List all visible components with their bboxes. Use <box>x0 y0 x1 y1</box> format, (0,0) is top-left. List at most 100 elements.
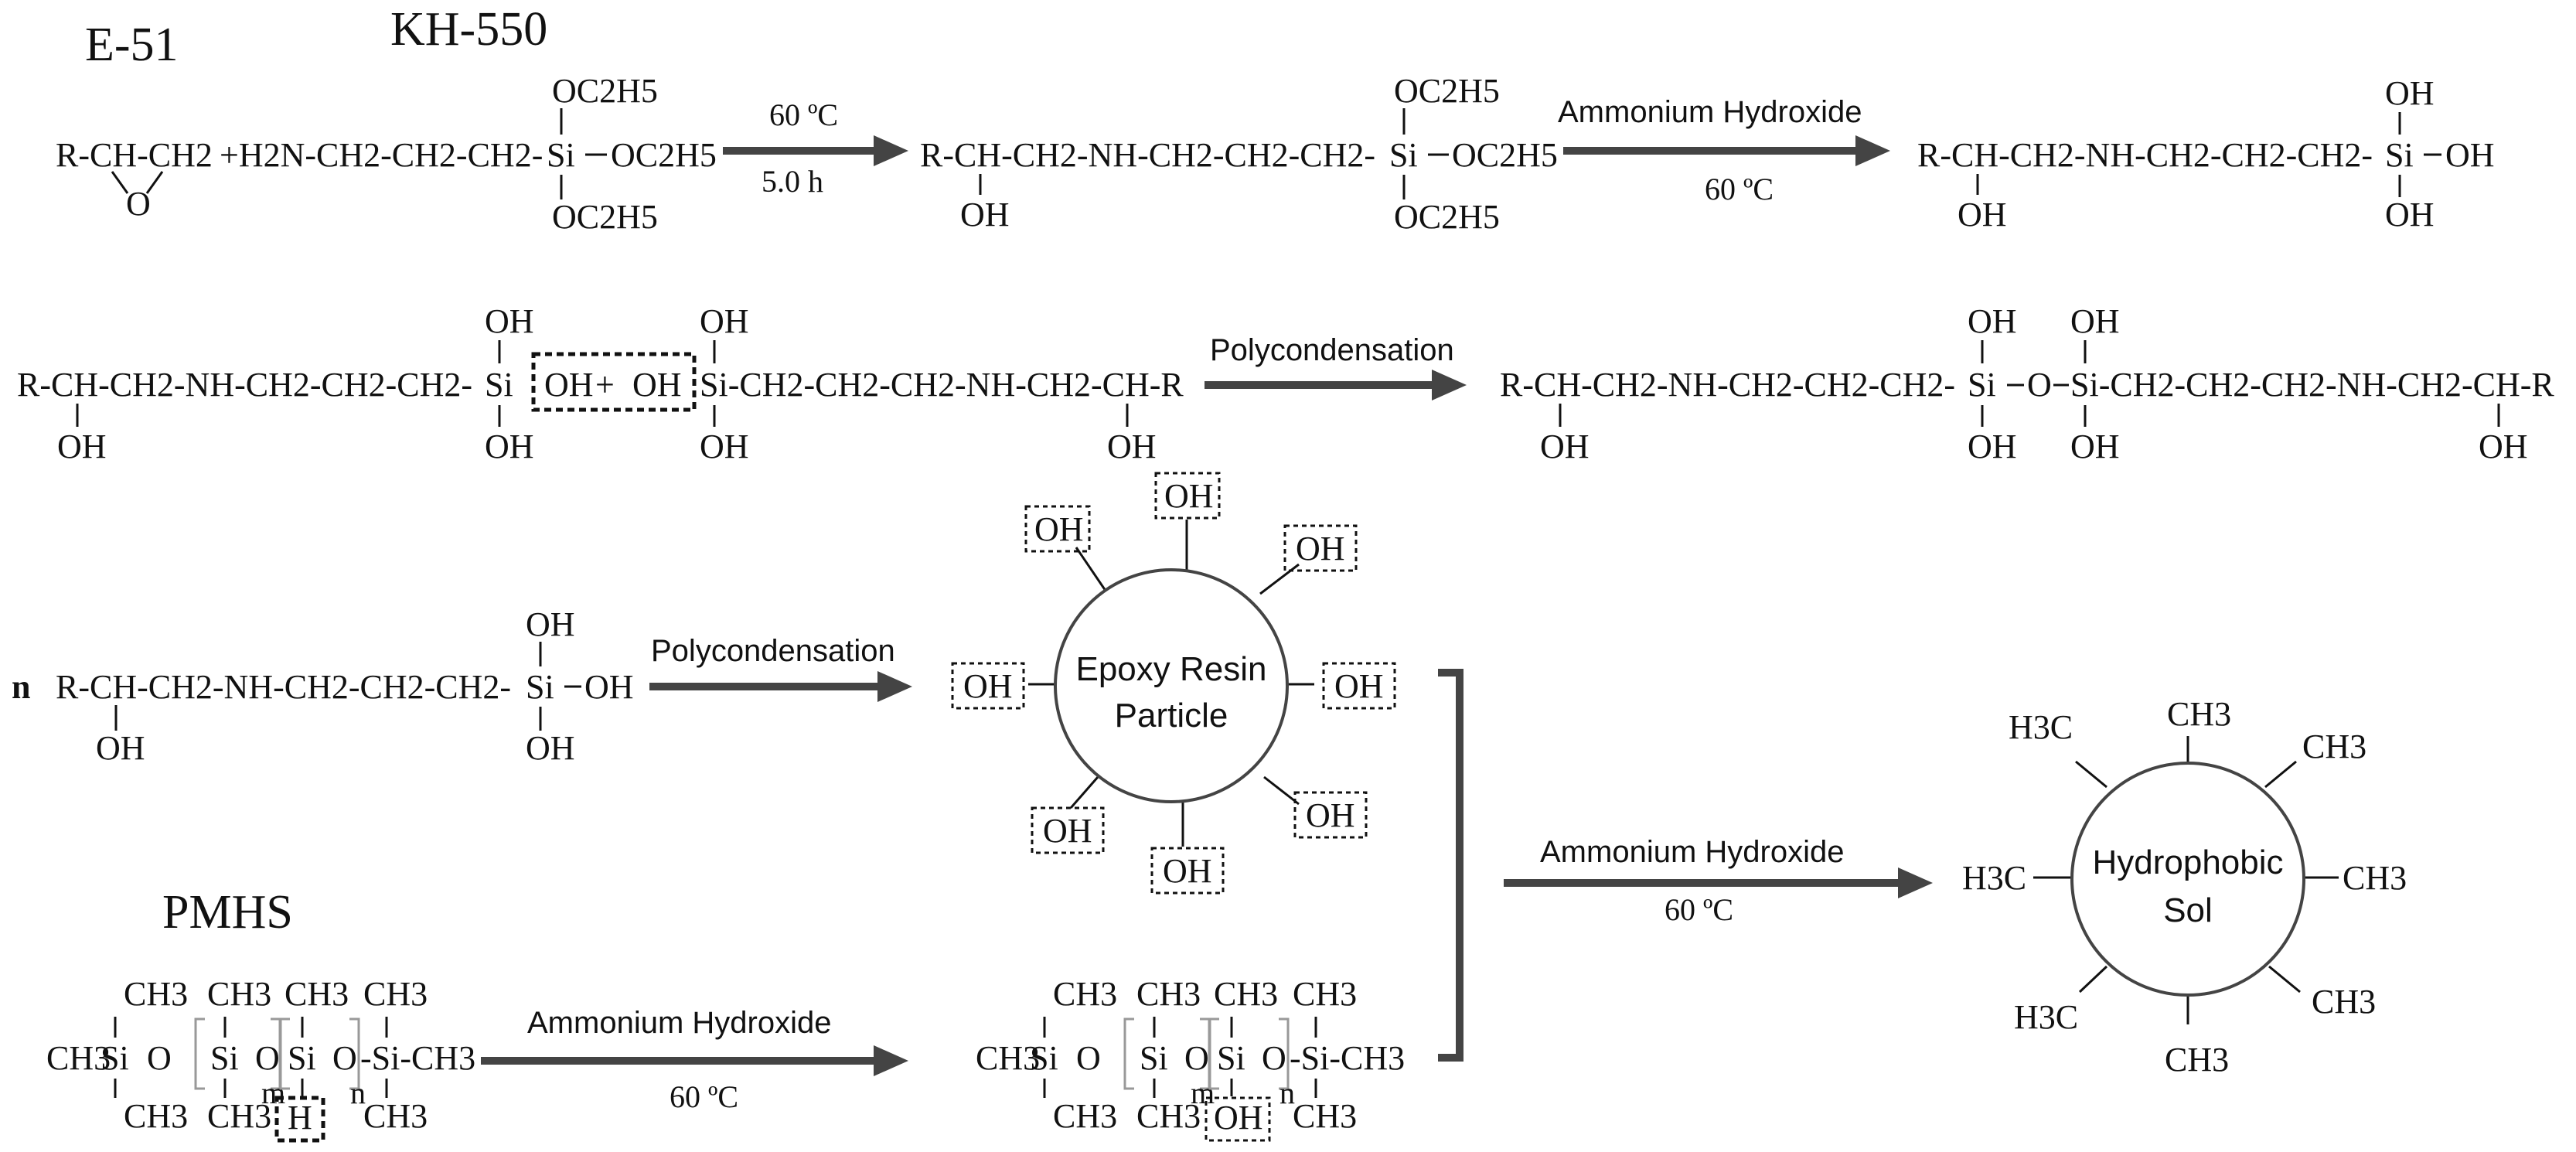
sol-ch3-lower-right: CH3 <box>2312 983 2376 1021</box>
row1-silanol: R-CH-CH2-NH-CH2-CH2-CH2- OH Si OH OH OH <box>1917 74 2495 233</box>
polygon <box>874 1045 908 1076</box>
arrow1-temp: 60 ºC <box>769 97 838 132</box>
path <box>1279 1017 1290 1090</box>
pmhs-si-3: Si <box>288 1039 316 1077</box>
bond <box>1263 775 1300 806</box>
row3-si-oh-top: OH <box>526 605 575 643</box>
combine-bracket <box>1438 669 1463 1062</box>
bond <box>2078 965 2108 994</box>
pmhs-structure: CH3 Si O CH3 CH3 Si O CH3 CH3 m Si O CH3… <box>46 975 475 1143</box>
pmhs2-o-2: O <box>1184 1039 1209 1077</box>
pmhs2-ch3-1-bottom: CH3 <box>1053 1097 1117 1135</box>
epoxide-bond-right <box>145 171 164 194</box>
pmhs-ch3-4-top: CH3 <box>363 975 428 1013</box>
bond <box>1069 776 1099 809</box>
dimer-si-left: Si <box>1968 366 1996 404</box>
polygon <box>1432 370 1467 400</box>
bond <box>2264 760 2297 789</box>
row1-adduct: R-CH-CH2-NH-CH2-CH2-CH2- OH Si OC2H5 OC2… <box>920 72 1558 236</box>
sol-ch3-upper-right: CH3 <box>2302 728 2366 765</box>
pmhs2-si-3: Si <box>1217 1039 1245 1077</box>
pmhs2-si-2: Si <box>1140 1039 1168 1077</box>
row3-chain: R-CH-CH2-NH-CH2-CH2-CH2- <box>56 668 511 706</box>
silanol-si: Si <box>2385 136 2414 174</box>
pmhs2-si-ch3-terminal: -Si-CH3 <box>1290 1039 1405 1077</box>
pmhs-ch3-2-top: CH3 <box>207 975 271 1013</box>
oh-box-upper-right <box>1283 524 1358 572</box>
polygon <box>1898 867 1933 898</box>
path <box>1123 1017 1134 1090</box>
pmhs-ch3-1-top: CH3 <box>124 975 188 1013</box>
adduct-oc2h5-right: OC2H5 <box>1452 136 1558 174</box>
pmhs2-ch3-4-bottom: CH3 <box>1293 1097 1357 1135</box>
dimer-left-oh: OH <box>1540 428 1590 465</box>
oh-box-lower-left <box>1031 806 1105 854</box>
row2-right-oh: OH <box>1107 428 1157 465</box>
epoxy-particle-label-1: Epoxy Resin <box>1075 650 1266 688</box>
pmhs-hydrolysed: CH3 Si O CH3 CH3 Si O CH3 CH3 m Si O CH3… <box>976 975 1405 1142</box>
adduct-oc2h5-bottom: OC2H5 <box>1394 198 1500 236</box>
silanol-oh-top: OH <box>2385 74 2435 112</box>
particle-oh-right: OH <box>1334 667 1384 705</box>
arrow5-reagent: Ammonium Hydroxide <box>527 1006 831 1040</box>
row2-left-si-oh-top: OH <box>485 302 534 340</box>
pmhs-si-h: H <box>288 1099 312 1137</box>
pmhs2-ch3-4-top: CH3 <box>1293 975 1357 1013</box>
sol-circle <box>2070 762 2305 997</box>
oh-box-lower-right <box>1293 791 1368 839</box>
pmhs-ch3-3-top: CH3 <box>285 975 349 1013</box>
row2-right-si-oh-bottom: OH <box>700 428 749 465</box>
oh-box-right <box>1322 662 1396 710</box>
polygon <box>1855 135 1890 166</box>
row2-reactants: R-CH-CH2-NH-CH2-CH2-CH2- OH Si OH OH OH … <box>17 302 1184 465</box>
arrow-1: 60 ºC 5.0 h <box>723 97 908 199</box>
kh550-oc2h5-bottom: OC2H5 <box>552 198 658 236</box>
pmhs-ch3-1-bottom: CH3 <box>124 1097 188 1135</box>
pmhs2-ch3-1-top: CH3 <box>1053 975 1117 1013</box>
arrow-3: Polycondensation <box>1205 333 1467 400</box>
row2-right-chain: Si-CH2-CH2-CH2-NH-CH2-CH-R <box>700 366 1184 404</box>
arrow2-temp: 60 ºC <box>1705 172 1774 206</box>
hydrophobic-sol: Hydrophobic Sol CH3 H3C CH3 H3C CH3 H3C … <box>1962 695 2407 1079</box>
epoxy-resin-particle: Epoxy Resin Particle OH OH OH OH OH OH O… <box>951 472 1396 895</box>
particle-oh-lower-right: OH <box>1306 796 1355 834</box>
epoxy-particle-label-2: Particle <box>1115 697 1228 734</box>
sol-h3c-lower-left: H3C <box>2014 998 2078 1036</box>
arrow1-time: 5.0 h <box>762 164 823 199</box>
particle-oh-left: OH <box>963 667 1013 705</box>
dimer-si-left-oh-top: OH <box>1968 302 2017 340</box>
row2-oh-left: OH <box>544 366 594 404</box>
arrow2-reagent: Ammonium Hydroxide <box>1558 95 1862 129</box>
row2-right-si-oh-top: OH <box>700 302 749 340</box>
pmhs-si-2: Si <box>210 1039 239 1077</box>
adduct-oc2h5-top: OC2H5 <box>1394 72 1500 110</box>
sol-h3c-left: H3C <box>1962 859 2026 897</box>
oh-box-top <box>1154 472 1221 520</box>
bond <box>1259 563 1300 595</box>
pmhs2-ch3-terminal-left: CH3 <box>976 1039 1040 1077</box>
row3-si-oh-bottom: OH <box>526 729 575 767</box>
epoxide-bond-left <box>111 171 129 194</box>
particle-oh-lower-left: OH <box>1043 812 1092 850</box>
row2-left-chain: R-CH-CH2-NH-CH2-CH2-CH2- <box>17 366 472 404</box>
pmhs-si-1: Si <box>101 1039 129 1077</box>
row3-monomer: n R-CH-CH2-NH-CH2-CH2-CH2- OH Si OH OH O… <box>12 605 634 767</box>
epoxide-oxygen: O <box>126 185 151 223</box>
pmhs2-o-1: O <box>1076 1039 1101 1077</box>
arrow5-temp: 60 ºC <box>670 1079 738 1114</box>
sol-ch3-right: CH3 <box>2343 859 2407 897</box>
pmhs-ch3-2-bottom: CH3 <box>207 1097 271 1135</box>
row2-left-si: Si <box>485 366 513 404</box>
particle-oh-upper-right: OH <box>1296 530 1345 567</box>
pmhs-si-ch3-terminal: -Si-CH3 <box>360 1039 475 1077</box>
dimer-left-chain: R-CH-CH2-NH-CH2-CH2-CH2- <box>1500 366 1955 404</box>
particle-oh-upper-left: OH <box>1034 510 1084 548</box>
sol-label-2: Sol <box>2163 891 2213 929</box>
pmhs2-si-1: Si <box>1030 1039 1058 1077</box>
epoxy-chain: R-CH-CH2 <box>56 136 213 174</box>
adduct-oh: OH <box>960 196 1010 233</box>
epoxy-particle-circle <box>1054 568 1289 803</box>
arrow-4: Polycondensation <box>649 634 912 702</box>
dimer-si-left-oh-bottom: OH <box>1968 428 2017 465</box>
